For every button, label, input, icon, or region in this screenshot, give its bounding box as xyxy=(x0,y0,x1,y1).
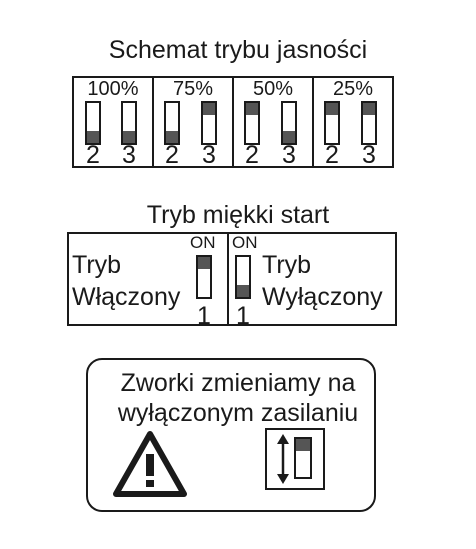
on-label: ON xyxy=(190,233,216,252)
brightness-level-label: 100% xyxy=(87,78,139,100)
switch-number: 3 xyxy=(202,141,216,169)
soft-start-table xyxy=(67,232,397,326)
soft-start-on-line2: Włączony xyxy=(72,283,181,311)
switch-number: 1 xyxy=(197,302,211,330)
warning-text-line1: Zworki zmieniamy na xyxy=(120,369,356,397)
dip-switch xyxy=(361,101,377,145)
warning-triangle-icon xyxy=(113,431,187,497)
switch-number: 2 xyxy=(325,141,339,169)
switch-number: 3 xyxy=(122,141,136,169)
dip-switch xyxy=(121,101,137,145)
dip-switch xyxy=(164,101,180,145)
brightness-level-label: 25% xyxy=(332,78,374,100)
switch-number: 1 xyxy=(236,302,250,330)
soft-start-divider xyxy=(227,232,229,326)
dip-switch xyxy=(324,101,340,145)
switch-number: 2 xyxy=(245,141,259,169)
switch-number: 2 xyxy=(165,141,179,169)
switch-number: 3 xyxy=(282,141,296,169)
dip-switch xyxy=(281,101,297,145)
dip-switch-toggle-icon xyxy=(265,428,325,490)
brightness-divider xyxy=(312,76,314,168)
brightness-divider xyxy=(232,76,234,168)
brightness-title: Schemat trybu jasności xyxy=(108,36,368,64)
brightness-level-label: 75% xyxy=(172,78,214,100)
brightness-divider xyxy=(152,76,154,168)
warning-box xyxy=(86,358,376,512)
dip-switch xyxy=(201,101,217,145)
switch-number: 3 xyxy=(362,141,376,169)
brightness-level-label: 50% xyxy=(252,78,294,100)
soft-start-title: Tryb miękki start xyxy=(146,201,330,229)
on-label: ON xyxy=(232,233,258,252)
soft-start-off-line1: Tryb xyxy=(262,251,312,279)
soft-start-on-line1: Tryb xyxy=(72,251,122,279)
warning-text-line2: wyłączonym zasilaniu xyxy=(117,399,359,427)
switch-number: 2 xyxy=(86,141,100,169)
dip-switch xyxy=(85,101,101,145)
soft-start-off-line2: Wyłączony xyxy=(262,283,383,311)
dip-switch xyxy=(196,255,212,299)
dip-switch xyxy=(244,101,260,145)
dip-switch xyxy=(235,255,251,299)
